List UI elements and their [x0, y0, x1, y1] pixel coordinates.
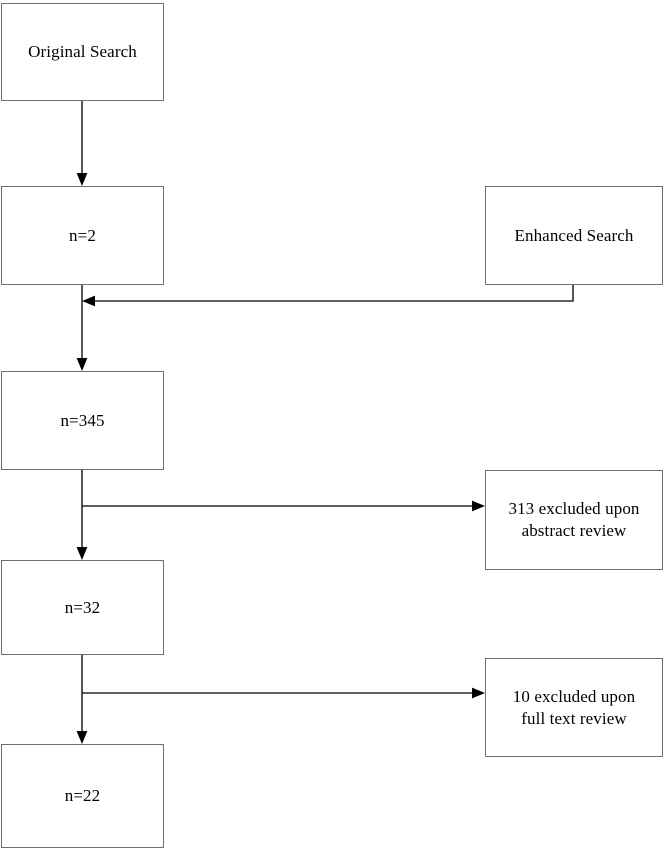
node-enhanced-search-label: Enhanced Search	[514, 225, 634, 245]
node-records-n2-label: n=2	[69, 225, 96, 245]
node-records-n345-label: n=345	[60, 410, 105, 430]
node-excluded-full-text-review: 10 excluded upon full text review	[485, 658, 663, 757]
node-records-n2: n=2	[1, 186, 164, 285]
node-excluded-full-text-review-label: 10 excluded upon full text review	[512, 686, 636, 728]
edge-n2-to-n345	[76, 285, 88, 371]
edge-enhanced-to-spine	[82, 285, 574, 307]
node-records-n32: n=32	[1, 560, 164, 655]
node-records-n22: n=22	[1, 744, 164, 848]
edge-n345-to-n32	[76, 470, 88, 560]
node-enhanced-search: Enhanced Search	[485, 186, 663, 285]
edge-original-to-n2	[76, 101, 88, 186]
edge-n32-to-excluded-10	[82, 687, 485, 699]
node-excluded-abstract-review-label: 313 excluded upon abstract review	[508, 499, 640, 540]
node-records-n345: n=345	[1, 371, 164, 470]
edge-n32-to-n22	[76, 655, 88, 744]
node-records-n32-label: n=32	[64, 597, 101, 617]
node-original-search-label: Original Search	[28, 42, 137, 62]
node-excluded-abstract-review: 313 excluded upon abstract review	[485, 470, 663, 570]
node-records-n22-label: n=22	[64, 786, 101, 806]
node-original-search: Original Search	[1, 3, 164, 101]
edge-n345-to-excluded-313	[82, 500, 485, 512]
